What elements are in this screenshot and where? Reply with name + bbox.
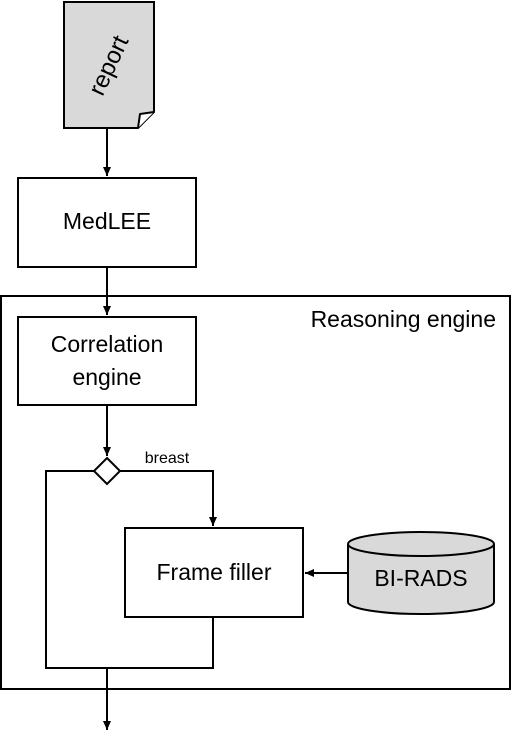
reasoning-engine-frame — [0, 295, 511, 690]
report-document: report — [63, 1, 155, 129]
connector-breast-branch — [120, 470, 217, 526]
frame-filler-label: Frame filler — [156, 559, 271, 585]
connector-frame-filler-output — [107, 617, 214, 669]
correlation-engine-label-line2: engine — [72, 364, 141, 390]
birads-database: BI-RADS — [347, 531, 495, 615]
correlation-engine-label-line1: Correlation — [51, 331, 164, 357]
reasoning-engine-container: Reasoning engine — [0, 295, 511, 690]
frame-filler-box: Frame filler — [124, 527, 304, 618]
birads-cylinder-body — [347, 544, 495, 615]
birads-cylinder-top — [347, 531, 495, 557]
birads-label: BI-RADS — [374, 565, 467, 591]
reasoning-engine-label: Reasoning engine — [311, 306, 496, 332]
decision-diamond — [92, 456, 122, 486]
medlee-label: MedLEE — [63, 208, 151, 234]
medlee-box: MedLEE — [17, 177, 197, 268]
medlee-box-shape — [17, 177, 197, 268]
correlation-engine-box: Correlation engine — [17, 316, 197, 406]
connector-bypass-branch — [45, 470, 107, 669]
breast-branch-label: breast — [145, 450, 190, 467]
frame-filler-box-shape — [124, 527, 304, 618]
report-document-fold — [137, 111, 155, 129]
